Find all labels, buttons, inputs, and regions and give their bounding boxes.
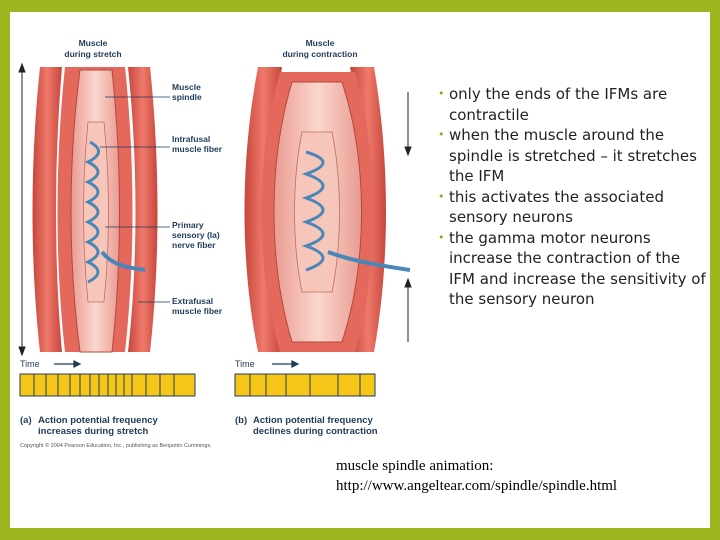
muscle-spindle-illustration [18,62,412,397]
bullet-icon: • [438,128,445,141]
bullet-icon: • [438,189,445,203]
ap-bar-b [234,373,376,397]
animation-link-block: muscle spindle animation: http://www.ang… [336,456,706,496]
animation-link-label: muscle spindle animation: [336,458,494,474]
panel-b-muscle [244,67,411,352]
callout-primary-sensory: Primary sensory (Ia) nerve fiber [172,220,220,250]
callout-lines [100,96,170,303]
time-label-b: Time [235,359,255,369]
panel-a-title: Muscle during stretch [64,38,122,59]
bullet-item: •when the muscle around the spindle is s… [438,126,697,185]
bullet-icon: • [438,230,445,244]
copyright-notice: Copyright © 2004 Pearson Education, Inc.… [20,443,212,449]
bullet-list: •only the ends of the IFMs are contracti… [438,84,710,310]
animation-link-url[interactable]: http://www.angeltear.com/spindle/spindle… [336,478,618,494]
bullet-item: •this activates the associated sensory n… [438,187,665,227]
slide: Muscle during stretch Muscle during cont… [10,12,710,528]
caption-a-letter: (a) [20,415,32,426]
caption-b-letter: (b) [235,415,248,426]
direction-arrows [18,62,412,357]
panel-b-title: Muscle during contraction [282,38,358,59]
bullet-item: •only the ends of the IFMs are contracti… [438,85,668,124]
callout-extrafusal: Extrafusal muscle fiber [172,296,223,316]
time-arrows [54,360,300,368]
time-label-a: Time [20,359,40,369]
panel-a-muscle [32,67,158,353]
caption-b: Action potential frequency declines duri… [253,415,378,437]
ap-bar-a [19,373,196,397]
callout-intrafusal: Intrafusal muscle fiber [172,134,223,154]
bullet-item: •the gamma motor neurons increase the co… [438,228,706,309]
muscle-spindle-figure: Muscle during stretch Muscle during cont… [10,12,430,462]
bullet-icon: • [438,87,445,100]
callout-muscle-spindle: Muscle spindle [172,82,202,102]
caption-a: Action potential frequency increases dur… [38,415,158,437]
